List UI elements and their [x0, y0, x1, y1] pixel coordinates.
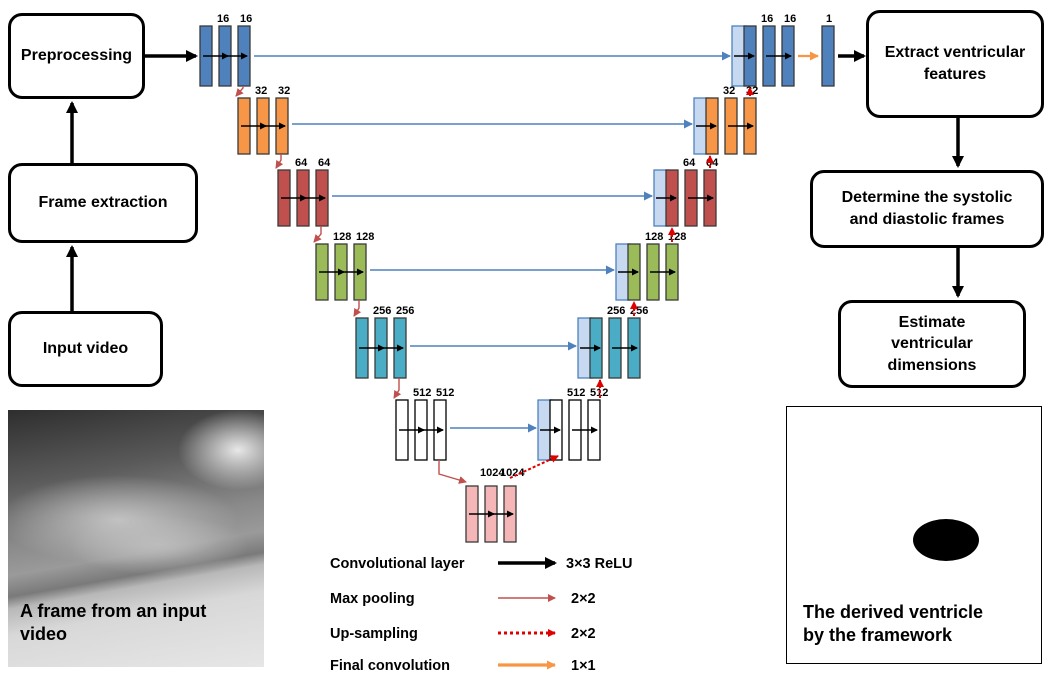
- legend-label-1: Convolutional layer: [330, 556, 465, 572]
- derived-ventricle-shape: [913, 519, 979, 561]
- determine-frames-label: Determine the systolic and diastolic fra…: [841, 189, 1013, 228]
- decoder-l4-channels-right: 128: [668, 231, 686, 243]
- bottleneck-channels-right: 1024: [500, 467, 525, 479]
- legend-op-4: 1×1: [571, 658, 596, 674]
- decoder-l2-channels-left: 32: [723, 85, 735, 97]
- encoder-l1-channels-left: 16: [217, 13, 229, 25]
- decoder-l2-channels-right: 32: [746, 85, 758, 97]
- output-caption: The derived ventricle by the framework: [803, 602, 984, 646]
- encoder-l6-channels-left: 512: [413, 387, 431, 399]
- legend-op-3: 2×2: [571, 626, 596, 642]
- encoder-l2-channels-left: 32: [255, 85, 267, 97]
- encoder-l4-channels-right: 128: [356, 231, 374, 243]
- maxpool-arrow-l3: [313, 226, 322, 243]
- maxpool-arrow-l2: [275, 154, 284, 169]
- extract-features-label: Extract ventricular features: [884, 44, 1026, 83]
- decoder-l1-channels-left: 16: [761, 13, 773, 25]
- legend-op-2: 2×2: [571, 591, 596, 607]
- pipeline-arrows: [66, 50, 964, 311]
- encoder-l5-channels-left: 256: [373, 305, 391, 317]
- final-output-channels: 1: [826, 13, 832, 25]
- legend-label-2: Max pooling: [330, 591, 415, 607]
- legend: Convolutional layer 3×3 ReLU Max pooling 2×…: [330, 556, 633, 674]
- maxpool-arrow-l1: [235, 86, 244, 97]
- decoder-l6-channels-left: 512: [567, 387, 585, 399]
- preprocessing-label: Preprocessing: [20, 47, 133, 65]
- frame-extraction-label: Frame extraction: [38, 194, 168, 212]
- maxpool-arrow-l5: [393, 378, 402, 399]
- determine-frames-box: Determine the systolic and diastolic fra…: [810, 170, 1044, 248]
- decoder-l3-channels-right: 64: [706, 157, 719, 169]
- maxpool-arrow-l6: [438, 460, 467, 484]
- encoder-l5-channels-right: 256: [396, 305, 414, 317]
- legend-label-3: Up-sampling: [330, 626, 418, 642]
- frame-extraction-box: Frame extraction: [8, 163, 198, 243]
- estimate-dimensions-box: Estimate ventricular dimensions: [838, 300, 1026, 388]
- final-output-map: [821, 25, 835, 87]
- input-video-label: Input video: [42, 340, 129, 358]
- legend-label-4: Final convolution: [330, 658, 450, 674]
- preprocessing-box: Preprocessing: [8, 13, 145, 99]
- encoder-l6-channels-right: 512: [436, 387, 454, 399]
- input-video-box: Input video: [8, 311, 163, 387]
- legend-op-1: 3×3 ReLU: [566, 556, 633, 572]
- encoder-l1-channels-right: 16: [240, 13, 252, 25]
- maxpool-arrow-l4: [353, 300, 362, 317]
- encoder-l4-channels-left: 128: [333, 231, 351, 243]
- decoder-l4-channels-left: 128: [645, 231, 663, 243]
- output-panel: The derived ventricle by the framework: [786, 406, 1042, 664]
- decoder-l1-channels-right: 16: [784, 13, 796, 25]
- decoder-l3-channels-left: 64: [683, 157, 696, 169]
- estimate-dimensions-label: Estimate ventricular dimensions: [887, 313, 977, 374]
- encoder-l2-channels-right: 32: [278, 85, 290, 97]
- decoder-l5-channels-right: 256: [630, 305, 648, 317]
- encoder-l3-channels-left: 64: [295, 157, 308, 169]
- decoder-l5-channels-left: 256: [607, 305, 625, 317]
- extract-features-box: Extract ventricular features: [866, 10, 1044, 118]
- upsample-arrow-1: [509, 455, 559, 479]
- bottleneck-channels-left: 1024: [480, 467, 505, 479]
- input-frame-caption: A frame from an input video: [20, 601, 207, 645]
- input-frame-panel: A frame from an input video: [8, 410, 264, 667]
- encoder-l3-channels-right: 64: [318, 157, 331, 169]
